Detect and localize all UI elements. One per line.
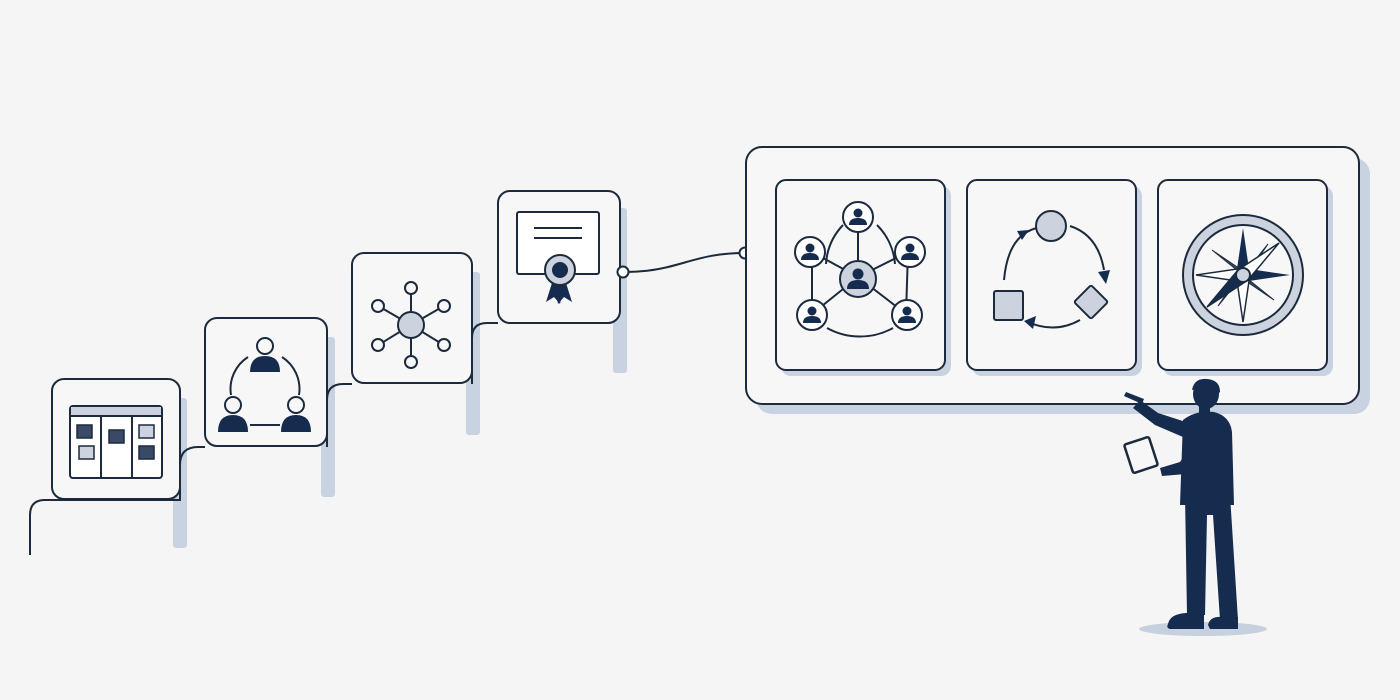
display-board [745, 146, 1370, 414]
hub-network-card [351, 252, 473, 384]
network-person-node [894, 236, 926, 268]
network-person-node [794, 236, 826, 268]
compass-panel [1157, 179, 1328, 371]
network-person-node [891, 299, 923, 331]
certificate-award-icon [516, 211, 600, 304]
team-cycle-card [204, 317, 328, 447]
process-cycle-icon [993, 210, 1110, 329]
network-person-node-center [839, 260, 877, 298]
hub-network-icon [371, 281, 451, 369]
people-network-icon [794, 201, 926, 338]
board-connector [616, 246, 752, 279]
kanban-board-card [51, 378, 181, 500]
presenter-with-tablet-icon [1123, 378, 1267, 636]
network-person-node [842, 201, 874, 233]
network-person-node [796, 299, 828, 331]
people-network-panel [775, 179, 946, 371]
team-cycle-icon [218, 337, 311, 432]
process-cycle-panel [966, 179, 1137, 371]
compass-icon [1182, 214, 1304, 336]
kanban-board-icon [69, 405, 163, 479]
certificate-card [497, 190, 621, 324]
